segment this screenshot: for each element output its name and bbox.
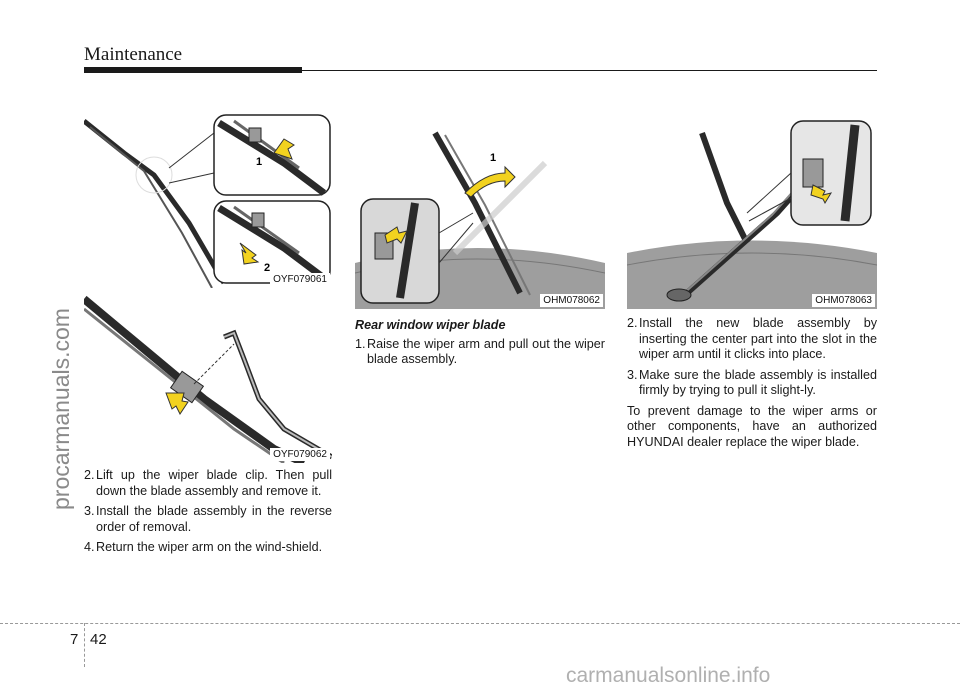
rear-wiper-install-illustration: [627, 113, 877, 309]
callout-1: 1: [256, 156, 262, 168]
callout-2: 2: [264, 262, 270, 274]
rear-wiper-raise-illustration: 1: [355, 113, 605, 309]
step-text: Raise the wiper arm and pull out the wip…: [367, 336, 605, 367]
step-item: 1. Raise the wiper arm and pull out the …: [355, 337, 605, 368]
page-header-title: Maintenance: [84, 44, 183, 65]
step-number: 3.: [627, 367, 638, 382]
column-3-text: 2. Install the new blade assembly by ins…: [627, 316, 877, 450]
page-number: 42: [90, 631, 107, 648]
chapter-number: 7: [70, 631, 79, 648]
wiper-clip-illustration: 1 2: [84, 114, 331, 288]
header-bar: [84, 67, 302, 73]
callout-1: 1: [490, 152, 496, 164]
figure-code: OYF079061: [270, 273, 330, 286]
step-item: 3. Install the blade assembly in the rev…: [84, 504, 332, 535]
figure-blade-removal: OYF079062: [84, 289, 332, 463]
figure-code: OYF079062: [270, 448, 330, 461]
column-2-text: Rear window wiper blade 1. Raise the wip…: [355, 318, 605, 373]
step-text: Install the new blade assembly by insert…: [639, 316, 877, 361]
figure-rear-wiper-raise: 1 OHM078062: [355, 113, 605, 309]
step-item: 2. Lift up the wiper blade clip. Then pu…: [84, 468, 332, 499]
figure-wiper-clip: 1 2 OYF079061: [84, 113, 332, 288]
step-item: 3. Make sure the blade assembly is insta…: [627, 368, 877, 399]
step-item: 4. Return the wiper arm on the wind-shie…: [84, 540, 332, 556]
side-watermark: procarmanuals.com: [10, 180, 74, 510]
side-watermark-text: procarmanuals.com: [48, 308, 74, 510]
section-heading: Rear window wiper blade: [355, 318, 506, 332]
figure-code: OHM078062: [540, 294, 603, 307]
step-text: Lift up the wiper blade clip. Then pull …: [96, 468, 332, 498]
step-number: 1.: [355, 336, 366, 351]
blade-removal-illustration: [84, 295, 332, 463]
step-number: 4.: [84, 540, 95, 554]
figure-rear-wiper-install: OHM078063: [627, 113, 877, 309]
step-number: 2.: [627, 316, 638, 330]
step-number: 3.: [84, 504, 95, 518]
note-paragraph: To prevent damage to the wiper arms or o…: [627, 403, 877, 449]
column-1-text: 2. Lift up the wiper blade clip. Then pu…: [84, 468, 332, 561]
step-item: 2. Install the new blade assembly by ins…: [627, 316, 877, 363]
bottom-watermark: carmanualsonline.info: [566, 664, 771, 687]
step-text: Return the wiper arm on the wind-shield.: [96, 540, 323, 554]
footer-divider: [84, 623, 85, 667]
step-text: Make sure the blade assembly is installe…: [639, 367, 877, 398]
step-number: 2.: [84, 468, 95, 482]
header-rule: [302, 70, 877, 71]
footer-rule: [0, 623, 960, 624]
figure-code: OHM078063: [812, 294, 875, 307]
step-text: Install the blade assembly in the revers…: [96, 504, 332, 534]
